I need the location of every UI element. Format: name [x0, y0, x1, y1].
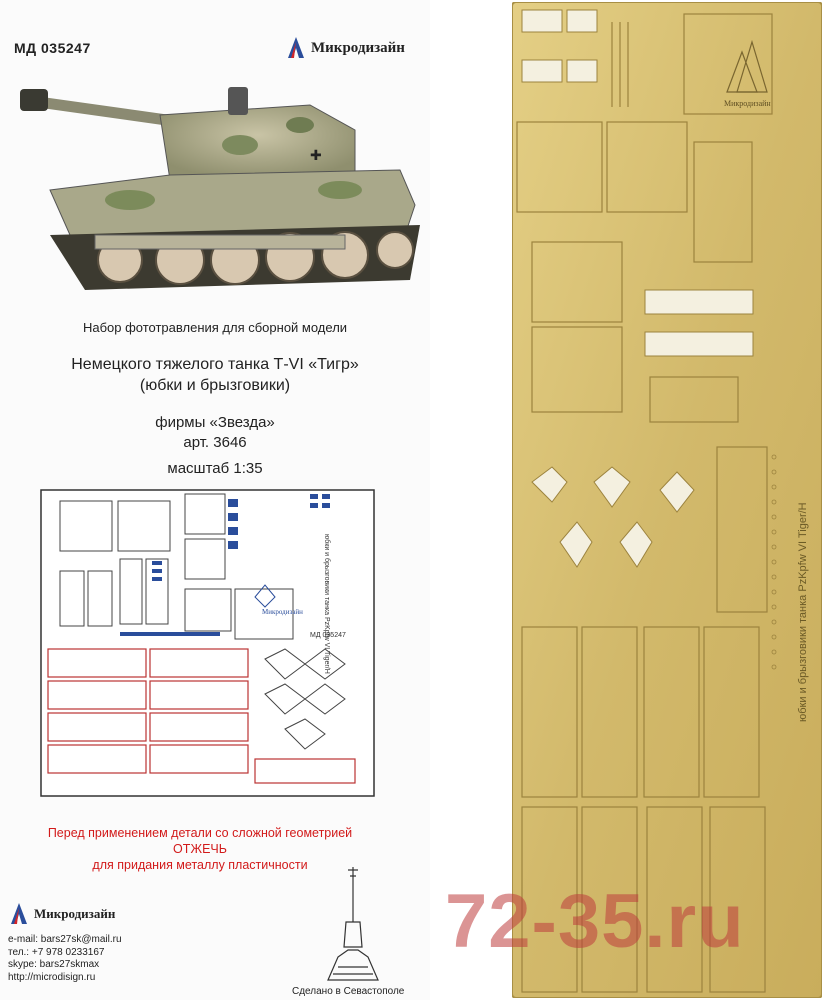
brand-logo-icon — [11, 903, 27, 924]
diagram-brand: Микродизайн — [262, 608, 303, 616]
contacts: e-mail: bars27sk@mail.ru тел.: +7 978 02… — [8, 934, 122, 984]
diagram-label: юбки и брызговики танка PzKpfw VI Tiger/… — [323, 534, 331, 674]
brand-logo-icon — [288, 37, 304, 58]
manufacturer: фирмы «Звезда» — [155, 414, 275, 431]
sheet-brand: Микродизайн — [724, 99, 771, 108]
monument-icon — [327, 867, 379, 981]
scale: масштаб 1:35 — [167, 460, 263, 477]
warning-line-1: Перед применением детали со сложной геом… — [47, 826, 353, 840]
contact-email: e-mail: bars27sk@mail.ru — [8, 934, 122, 945]
fret-diagram: Микродизайн МД 035247 юбки и брызговики … — [40, 489, 375, 797]
brand-footer: Микродизайн — [8, 902, 115, 926]
brass-fret-sheet: Микродизайн юбки и брызговики танка PzKp… — [512, 2, 822, 998]
tank-photo: ✚ — [20, 87, 420, 290]
contact-skype: skype: bars27skmax — [8, 959, 100, 970]
sheet-side-text: юбки и брызговики танка PzKpfw VI Tiger/… — [797, 502, 809, 722]
warning-line-2: ОТЖЕЧЬ — [173, 842, 227, 856]
brand-name: Микродизайн — [311, 39, 405, 56]
brand-header: Микродизайн — [285, 36, 405, 60]
svg-text:✚: ✚ — [310, 147, 322, 163]
article-number: арт. 3646 — [183, 434, 247, 451]
product-code: МД 035247 — [14, 40, 91, 56]
brand-name-footer: Микродизайн — [34, 906, 116, 921]
watermark: 72-35.ru — [445, 879, 745, 964]
made-in: Сделано в Севастополе — [292, 986, 405, 997]
title-line-1: Немецкого тяжелого танка Т-VI «Тигр» — [71, 356, 359, 373]
contact-phone: тел.: +7 978 0233167 — [8, 946, 105, 958]
subtitle: Набор фототравления для сборной модели — [82, 320, 348, 335]
instruction-card: МД 035247 Микродизайн — [8, 36, 420, 997]
diagram-code: МД 035247 — [310, 632, 346, 639]
title-line-2: (юбки и брызговики) — [139, 377, 291, 394]
contact-site: http://microdisign.ru — [8, 971, 96, 983]
warning-line-3: для придания металлу пластичности — [92, 858, 308, 872]
